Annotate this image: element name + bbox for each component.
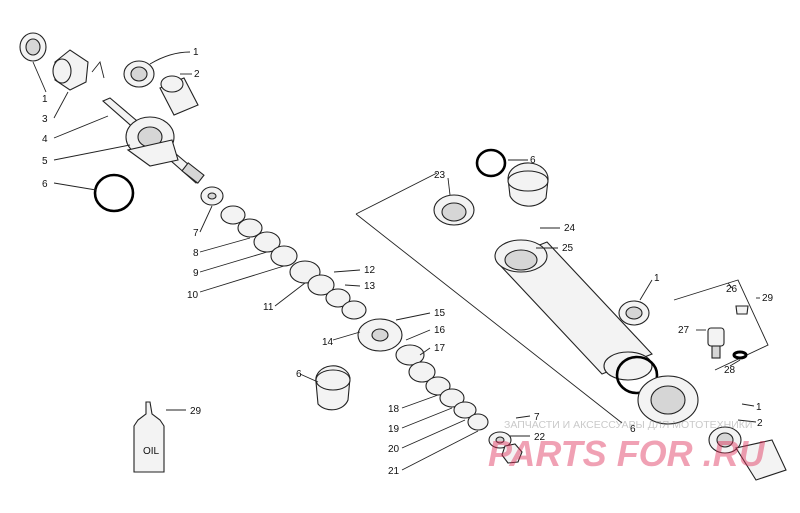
callout-1-a: 1 bbox=[42, 94, 48, 105]
shim-21 bbox=[467, 413, 489, 431]
callout-20: 20 bbox=[388, 444, 400, 455]
callout-3: 3 bbox=[42, 114, 48, 125]
o-ring-6-right bbox=[615, 355, 659, 395]
callout-27: 27 bbox=[678, 325, 690, 336]
spacer-2-lower bbox=[735, 439, 787, 481]
watermark-tagline: ЗАПЧАСТИ И АКСЕССУАРЫ ДЛЯ МОТОТЕХНИКИ bbox=[504, 419, 752, 431]
shim-20 bbox=[453, 401, 477, 419]
watermark-brand: PARTS FOR .RU bbox=[488, 433, 766, 474]
callout-29-b: 29 bbox=[190, 406, 202, 417]
bushing-1-upper bbox=[123, 60, 155, 88]
clip-6-lower bbox=[315, 365, 351, 411]
callout-15: 15 bbox=[434, 308, 446, 319]
callout-18: 18 bbox=[388, 404, 400, 415]
nut-22 bbox=[501, 443, 523, 464]
callout-28: 28 bbox=[724, 365, 736, 376]
oil-bottle-label: OIL bbox=[143, 446, 160, 457]
callout-1-b: 1 bbox=[193, 47, 199, 58]
callout-8: 8 bbox=[193, 248, 199, 259]
o-ring-6-upper bbox=[475, 148, 507, 178]
o-ring-28 bbox=[732, 350, 748, 360]
shim-12 bbox=[325, 288, 351, 308]
bushing-1-right-upper bbox=[618, 300, 650, 326]
callout-13: 13 bbox=[364, 281, 376, 292]
callout-29-a: 29 bbox=[762, 293, 774, 304]
callout-7-a: 7 bbox=[193, 228, 199, 239]
callout-23: 23 bbox=[434, 170, 446, 181]
callout-14: 14 bbox=[322, 337, 334, 348]
shim-13 bbox=[341, 300, 367, 320]
lower-eye-body bbox=[637, 375, 699, 425]
shim-19 bbox=[439, 388, 465, 408]
callout-6-a: 6 bbox=[42, 179, 48, 190]
callout-17: 17 bbox=[434, 343, 446, 354]
shim-8a bbox=[220, 205, 246, 225]
callout-1-c: 1 bbox=[654, 273, 660, 284]
shim-17 bbox=[408, 361, 436, 383]
callout-25: 25 bbox=[562, 243, 574, 254]
shim-10 bbox=[270, 245, 298, 267]
cap-23 bbox=[433, 194, 475, 226]
callout-5: 5 bbox=[42, 156, 48, 167]
o-ring-6-left bbox=[93, 173, 135, 213]
oil-bottle-29: OIL bbox=[133, 401, 165, 473]
watermark: ЗАПЧАСТИ И АКСЕССУАРЫ ДЛЯ МОТОТЕХНИКИ PA… bbox=[488, 419, 766, 474]
body-cylinder-24-25 bbox=[494, 239, 653, 381]
shim-11b bbox=[307, 274, 335, 296]
eye-bushing-3 bbox=[52, 49, 89, 91]
callout-16: 16 bbox=[434, 325, 446, 336]
shim-16 bbox=[395, 344, 425, 366]
callout-26: 26 bbox=[726, 284, 738, 295]
bushing-1-top-left bbox=[19, 32, 47, 62]
callout-6-b: 6 bbox=[296, 369, 302, 380]
callout-21: 21 bbox=[388, 466, 400, 477]
callout-1-d: 1 bbox=[756, 402, 762, 413]
shim-8b bbox=[237, 218, 263, 238]
clip-6-upper bbox=[507, 162, 549, 207]
callout-6-c: 6 bbox=[530, 155, 536, 166]
callout-9: 9 bbox=[193, 268, 199, 279]
piston-15 bbox=[357, 318, 403, 352]
callout-24: 24 bbox=[564, 223, 576, 234]
callout-11: 11 bbox=[263, 302, 274, 313]
bushing-1-lower-right bbox=[708, 426, 742, 454]
callout-2-b: 2 bbox=[757, 418, 763, 429]
callout-4: 4 bbox=[42, 134, 48, 145]
callout-19: 19 bbox=[388, 424, 400, 435]
valve-cap-29 bbox=[735, 305, 749, 315]
callout-6-d: 6 bbox=[630, 424, 636, 435]
valve-27 bbox=[707, 327, 725, 359]
spacer-2-upper bbox=[159, 75, 199, 116]
callout-10: 10 bbox=[187, 290, 199, 301]
callout-2-a: 2 bbox=[194, 69, 200, 80]
callout-22: 22 bbox=[534, 432, 546, 443]
shaft-eye-5 bbox=[125, 116, 179, 167]
callout-7-b: 7 bbox=[534, 412, 540, 423]
callout-12: 12 bbox=[364, 265, 376, 276]
